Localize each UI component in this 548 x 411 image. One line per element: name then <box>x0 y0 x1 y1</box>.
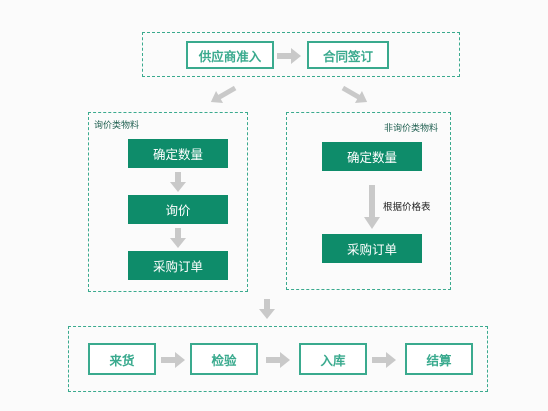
step-contract-signing: 合同签订 <box>307 41 389 69</box>
arrow-down-left-icon <box>210 85 237 104</box>
step-label: 结算 <box>426 352 452 368</box>
top-group <box>142 32 460 77</box>
step-warehousing: 入库 <box>299 343 367 375</box>
arrow-down-right-icon <box>341 85 368 104</box>
arrow-right-icon <box>161 352 185 368</box>
left-group <box>88 112 248 292</box>
left-step-purchase-order: 采购订单 <box>128 251 228 280</box>
arrow-right-icon <box>266 352 290 368</box>
right-step-quantity: 确定数量 <box>322 142 422 171</box>
step-arrival: 来货 <box>88 343 156 375</box>
step-label: 采购订单 <box>152 259 203 274</box>
step-label: 确定数量 <box>152 147 203 162</box>
step-inspection: 检验 <box>190 343 258 375</box>
step-label: 供应商准入 <box>198 48 262 64</box>
bottom-group <box>68 326 488 392</box>
step-label: 来货 <box>109 352 135 368</box>
arrow-down-icon <box>170 228 186 248</box>
step-label: 入库 <box>320 352 346 368</box>
arrow-down-long-icon <box>364 185 380 229</box>
price-list-label: 根据价格表 <box>383 202 431 213</box>
arrow-right-icon <box>372 352 396 368</box>
left-step-quantity: 确定数量 <box>128 139 228 168</box>
arrow-right-icon <box>277 48 301 64</box>
step-label: 确定数量 <box>346 150 397 165</box>
left-step-inquiry: 询价 <box>128 195 228 224</box>
arrow-down-icon <box>259 299 275 319</box>
step-supplier-admission: 供应商准入 <box>186 41 274 69</box>
step-settlement: 结算 <box>405 343 473 375</box>
right-group-label: 非询价类物料 <box>384 124 439 134</box>
right-step-purchase-order: 采购订单 <box>322 234 422 263</box>
step-label: 采购订单 <box>346 242 397 257</box>
arrow-down-icon <box>170 172 186 192</box>
step-label: 合同签订 <box>322 48 373 64</box>
left-group-label: 询价类物料 <box>94 121 140 131</box>
step-label: 询价 <box>165 203 191 218</box>
step-label: 检验 <box>211 352 237 368</box>
right-group <box>286 112 451 290</box>
